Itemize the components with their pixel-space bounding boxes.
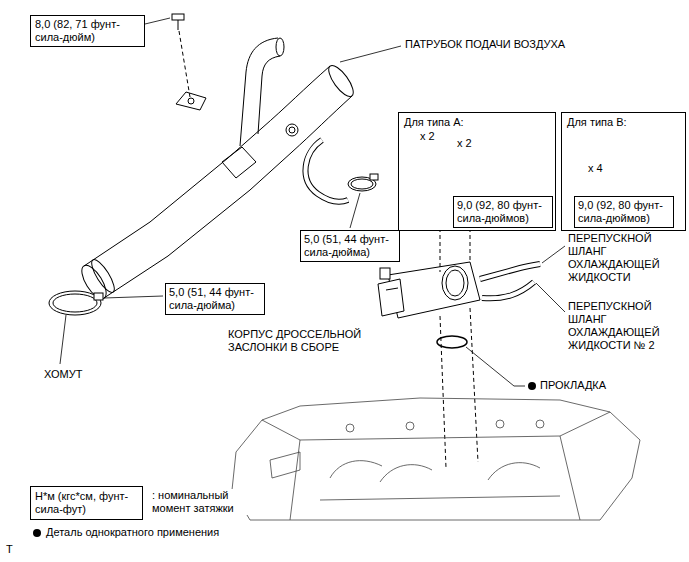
part-label: ПАТРУБОК ПОДАЧИ ВОЗДУХА [405,38,565,51]
quantity-label: x 4 [588,162,603,175]
part-label: ПЕРЕПУСКНОЙ ШЛАНГ ОХЛАЖДАЮЩЕЙ ЖИДКОСТИ [568,232,686,284]
clamp-tab [94,293,103,300]
intake-runner [488,463,540,480]
engine-rail [320,496,560,500]
clamp-ring [49,291,101,315]
torque-box: 9,0 (92, 80 фунт-сила-дюймов) [453,196,553,228]
torque-box: 5,0 (51, 44 фунт-сила-дюйма) [300,230,400,262]
bolt-head [172,14,184,20]
leader-line [536,283,565,312]
throttle-sensor [378,279,404,316]
single-use-mark [528,382,536,390]
leader-line [104,296,163,298]
engine-plug [346,424,354,432]
assembly-line [440,316,446,468]
hose-fill [306,140,348,202]
box-text: 9,0 (92, 80 фунт-сила-дюймов) [578,199,670,225]
throttle-body [378,228,480,468]
assembly-line [470,308,478,462]
torque-box: 9,0 (92, 80 фунт-сила-дюймов) [574,196,674,228]
throttle-plate [446,270,464,296]
box-text: Н*м (кгс*см, фунт-сила-фут) [35,490,130,516]
hose-outline [480,264,540,279]
duct-bracket [176,92,206,110]
assembly-line [179,31,190,97]
engine-cover [262,412,610,440]
engine-plug [536,420,544,428]
leader-line [340,46,401,62]
leader-line [466,347,525,386]
leader-lines [60,18,588,386]
hose-end [276,38,284,56]
duct-pad [222,147,256,178]
sensor-detail [386,288,398,290]
box-text: Для типа B: [567,116,680,129]
duct-nipple-hole [289,127,295,133]
assembly-line [470,228,471,262]
box-text: 5,0 (51, 44 фунт-сила-дюйма) [304,233,396,259]
hose-fill [482,282,534,298]
bolt-shaft [178,20,179,30]
duct-ring [88,257,118,296]
clamp-ring-inner [53,294,97,312]
box-text: 9,0 (92, 80 фунт-сила-дюймов) [457,199,549,225]
vacuum-hose [306,140,348,202]
torque-box: 8,0 (82, 71 фунт-сила-дюйм) [30,15,145,47]
engine-outline [232,398,640,520]
hose-outline [306,140,348,202]
variant-panel: Для типа B: 9,0 (92, 80 фунт-сила-дюймов) [561,112,686,231]
duct-nipple [286,124,298,136]
leader-line [145,18,170,24]
box-text: 5,0 (51, 44 фунт-сила-дюйма) [169,286,261,312]
leader-line [60,315,66,364]
assembly-line [440,228,441,272]
air-duct [77,38,357,302]
duct-edge [104,96,352,298]
quantity-label: x 2 [420,130,435,143]
part-label: ПРОКЛАДКА [540,379,606,392]
engine-plug [496,420,504,428]
engine-plug [406,422,414,430]
figure-code: T [6,543,13,556]
part-label: ХОМУТ [44,368,82,381]
hose-fill [480,264,540,279]
engine-body [232,398,640,520]
duct-edge [84,66,330,266]
engine-edge [560,436,580,520]
box-text: Для типа A: [404,116,550,129]
throttle-bore [442,266,468,300]
legend-text: : номинальный момент затяжки [152,489,252,515]
duct-hose-edge [240,38,278,146]
duct-opening [324,62,357,100]
gasket [437,336,467,348]
clamp-tab [370,174,378,180]
legend-text: Деталь однократного применения [46,526,219,539]
leader-line [350,193,360,228]
duct-hose-edge [258,56,280,134]
intake-runner [330,461,382,478]
throttle-fitting [380,268,390,279]
engine-part [270,452,300,478]
bracket-hole [188,98,194,104]
leader-line [542,246,565,263]
intake-runner [380,465,432,482]
coolant-hoses [480,264,540,298]
quantity-label: x 2 [457,137,472,150]
box-text: 8,0 (82, 71 фунт-сила-дюйм) [35,18,140,44]
part-label: ПЕРЕПУСКНОЙ ШЛАНГ ОХЛАЖДАЮЩЕЙ ЖИДКОСТИ №… [568,300,686,352]
single-use-mark [33,529,41,537]
torque-box: 5,0 (51, 44 фунт-сила-дюйма) [165,283,265,315]
hose-outline [482,282,534,298]
part-label: КОРПУС ДРОССЕЛЬНОЙ ЗАСЛОНКИ В СБОРЕ [228,328,380,354]
legend-sample-box: Н*м (кгс*см, фунт-сила-фут) [30,486,143,520]
